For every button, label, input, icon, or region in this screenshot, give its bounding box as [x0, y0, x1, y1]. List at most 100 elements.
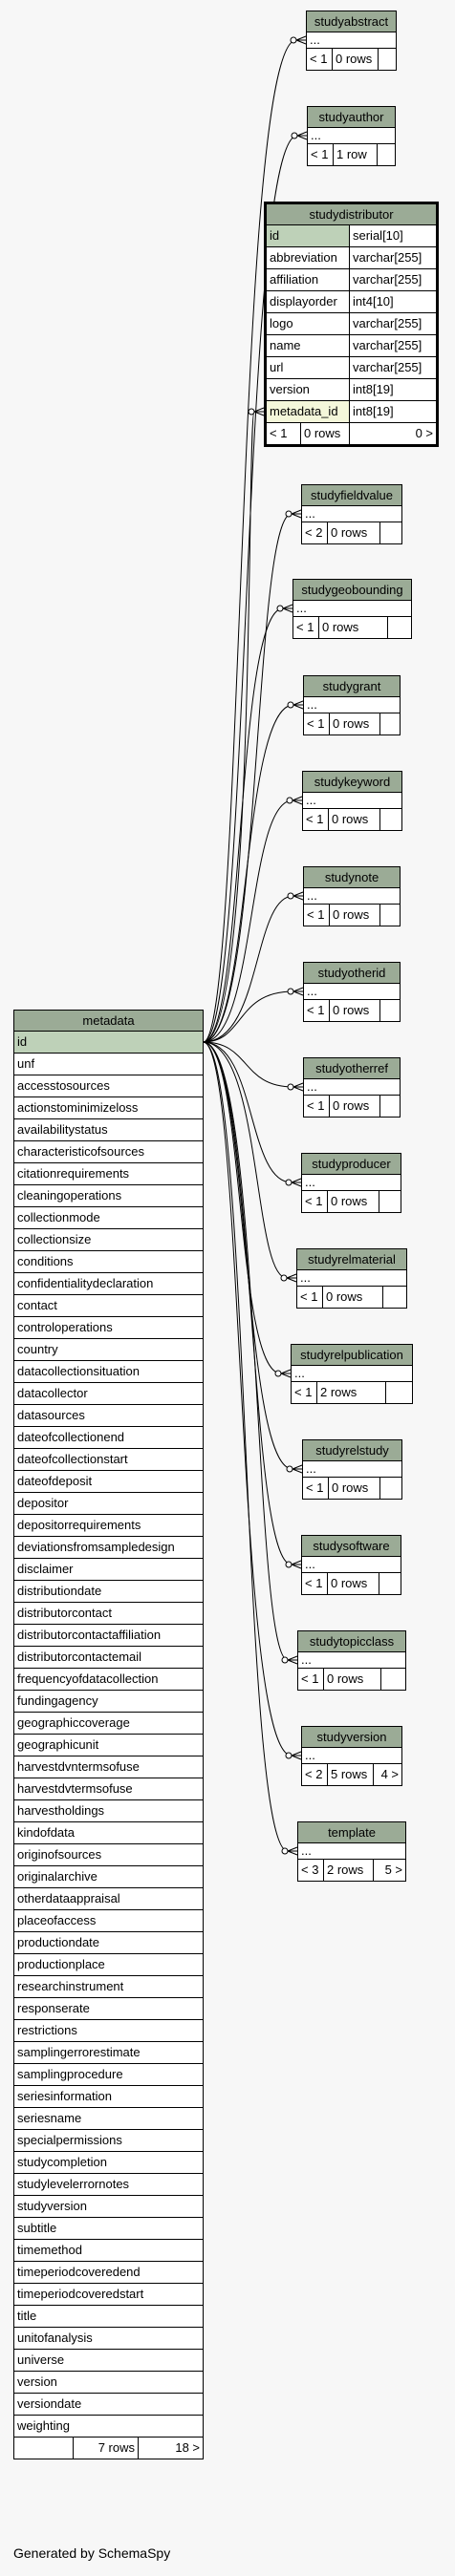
column-distributorcontact[interactable]: distributorcontact — [12, 1602, 205, 1625]
column-specialpermissions[interactable]: specialpermissions — [12, 2129, 205, 2152]
footer-parents[interactable]: < 1 — [296, 1286, 323, 1309]
footer-parents[interactable]: < 1 — [297, 1668, 324, 1691]
column-harvestholdings[interactable]: harvestholdings — [12, 1799, 205, 1822]
column-kindofdata[interactable]: kindofdata — [12, 1821, 205, 1844]
table-title-studydistributor[interactable]: studydistributor — [264, 202, 439, 225]
table-title-studyotherref[interactable]: studyotherref — [303, 1057, 401, 1079]
column-title[interactable]: title — [12, 2305, 205, 2328]
column-id[interactable]: id — [265, 224, 350, 247]
column-timeperiodcoveredend[interactable]: timeperiodcoveredend — [12, 2261, 205, 2284]
column-datacollectionsituation[interactable]: datacollectionsituation — [12, 1360, 205, 1383]
table-title-studyabstract[interactable]: studyabstract — [306, 11, 397, 32]
column-affiliation[interactable]: affiliation — [265, 268, 350, 291]
column-weighting[interactable]: weighting — [12, 2415, 205, 2438]
column-originalarchive[interactable]: originalarchive — [12, 1865, 205, 1888]
table-title-studyrelmaterial[interactable]: studyrelmaterial — [296, 1248, 407, 1270]
column-logo[interactable]: logo — [265, 312, 350, 335]
column-geographicunit[interactable]: geographicunit — [12, 1734, 205, 1756]
table-title-studytopicclass[interactable]: studytopicclass — [297, 1630, 406, 1652]
table-title-studygeobounding[interactable]: studygeobounding — [292, 579, 413, 601]
footer-parents[interactable]: < 1 — [301, 1572, 328, 1595]
column-datacollector[interactable]: datacollector — [12, 1382, 205, 1405]
table-title-studyrelpublication[interactable]: studyrelpublication — [290, 1344, 414, 1366]
footer-parents[interactable]: < 1 — [303, 999, 330, 1022]
column-id[interactable]: id — [12, 1031, 205, 1054]
column-studylevelerrornotes[interactable]: studylevelerrornotes — [12, 2173, 205, 2196]
column-depositorrequirements[interactable]: depositorrequirements — [12, 1514, 205, 1537]
column-seriesinformation[interactable]: seriesinformation — [12, 2085, 205, 2108]
column-fundingagency[interactable]: fundingagency — [12, 1690, 205, 1713]
table-title-studynote[interactable]: studynote — [303, 866, 401, 888]
column-frequencyofdatacollection[interactable]: frequencyofdatacollection — [12, 1668, 205, 1691]
table-title-studysoftware[interactable]: studysoftware — [300, 1535, 402, 1557]
column-samplingprocedure[interactable]: samplingprocedure — [12, 2063, 205, 2086]
column-harvestdvntermsofuse[interactable]: harvestdvntermsofuse — [12, 1756, 205, 1778]
table-title-studyversion[interactable]: studyversion — [300, 1726, 403, 1748]
footer-parents[interactable]: < 1 — [265, 422, 301, 446]
column-contact[interactable]: contact — [12, 1294, 205, 1317]
column-version[interactable]: version — [12, 2371, 205, 2394]
column-availabilitystatus[interactable]: availabilitystatus — [12, 1118, 205, 1141]
footer-parents[interactable]: < 2 — [301, 1763, 328, 1786]
column-versiondate[interactable]: versiondate — [12, 2393, 205, 2416]
column-researchinstrument[interactable]: researchinstrument — [12, 1975, 205, 1998]
table-title-studyotherid[interactable]: studyotherid — [302, 962, 401, 984]
column-samplingerrorestimate[interactable]: samplingerrorestimate — [12, 2041, 205, 2064]
table-title-metadata[interactable]: metadata — [12, 1010, 205, 1032]
column-harvestdvtermsofuse[interactable]: harvestdvtermsofuse — [12, 1778, 205, 1800]
table-title-studyrelstudy[interactable]: studyrelstudy — [301, 1439, 403, 1461]
column-actionstominimizeloss[interactable]: actionstominimizeloss — [12, 1096, 205, 1119]
footer-children[interactable]: 18 > — [137, 2437, 205, 2459]
column-timemethod[interactable]: timemethod — [12, 2239, 205, 2262]
column-geographiccoverage[interactable]: geographiccoverage — [12, 1712, 205, 1735]
column-subtitle[interactable]: subtitle — [12, 2217, 205, 2240]
column-conditions[interactable]: conditions — [12, 1250, 205, 1273]
column-productionplace[interactable]: productionplace — [12, 1953, 205, 1976]
column-distributorcontactaffiliation[interactable]: distributorcontactaffiliation — [12, 1624, 205, 1647]
footer-parents[interactable]: < 1 — [301, 1190, 328, 1213]
column-responserate[interactable]: responserate — [12, 1997, 205, 2020]
column-citationrequirements[interactable]: citationrequirements — [12, 1162, 205, 1185]
footer-parents[interactable]: < 1 — [302, 1477, 329, 1500]
column-name[interactable]: name — [265, 334, 350, 357]
column-url[interactable]: url — [265, 356, 350, 379]
column-productiondate[interactable]: productiondate — [12, 1931, 205, 1954]
column-universe[interactable]: universe — [12, 2349, 205, 2372]
column-displayorder[interactable]: displayorder — [265, 290, 350, 313]
column-controloperations[interactable]: controloperations — [12, 1316, 205, 1339]
footer-parents[interactable]: < 1 — [292, 616, 319, 639]
footer-parents[interactable]: < 1 — [303, 1095, 330, 1118]
table-title-studyfieldvalue[interactable]: studyfieldvalue — [301, 484, 402, 506]
column-collectionmode[interactable]: collectionmode — [12, 1206, 205, 1229]
footer-parents[interactable]: < 1 — [306, 48, 333, 71]
column-abbreviation[interactable]: abbreviation — [265, 246, 350, 269]
column-cleaningoperations[interactable]: cleaningoperations — [12, 1184, 205, 1207]
column-distributiondate[interactable]: distributiondate — [12, 1580, 205, 1603]
footer-parents[interactable]: < 1 — [307, 143, 334, 166]
table-title-studykeyword[interactable]: studykeyword — [302, 771, 402, 793]
table-title-studyproducer[interactable]: studyproducer — [301, 1153, 401, 1175]
column-version[interactable]: version — [265, 378, 350, 401]
column-restrictions[interactable]: restrictions — [12, 2019, 205, 2042]
column-dateofdeposit[interactable]: dateofdeposit — [12, 1470, 205, 1493]
column-originofsources[interactable]: originofsources — [12, 1843, 205, 1866]
column-accesstosources[interactable]: accesstosources — [12, 1075, 205, 1097]
column-country[interactable]: country — [12, 1338, 205, 1361]
column-placeofaccess[interactable]: placeofaccess — [12, 1909, 205, 1932]
table-title-template[interactable]: template — [296, 1821, 407, 1843]
